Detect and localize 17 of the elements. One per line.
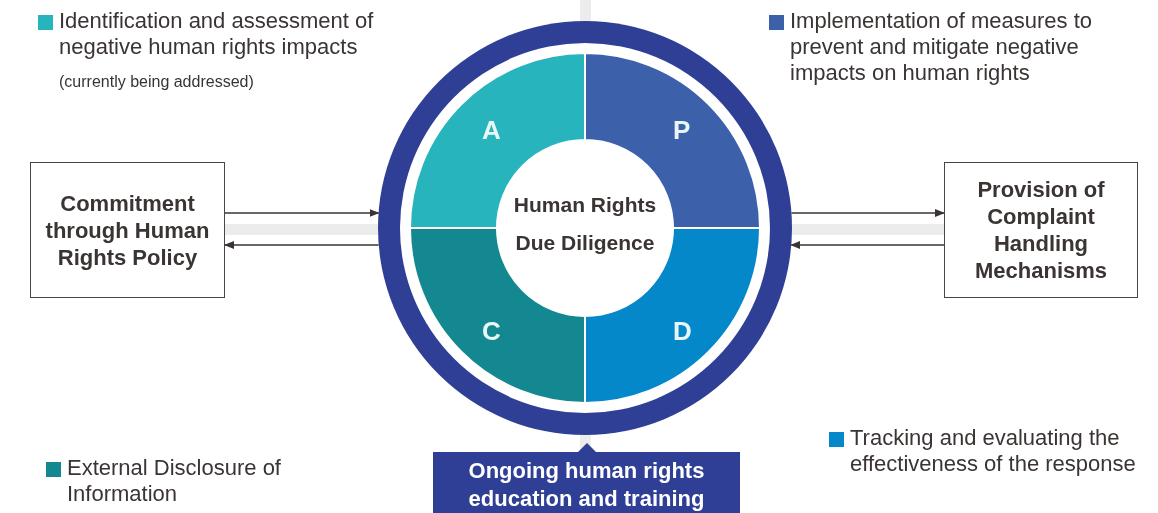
arrow xyxy=(790,241,945,249)
segment-letter: C xyxy=(482,316,501,347)
banner-box: Ongoing human rights education and training xyxy=(433,452,740,513)
segment-letter: P xyxy=(673,115,691,146)
legend-text: Tracking and evaluating the effectiveness of the response xyxy=(850,425,1137,477)
arrow xyxy=(224,209,380,217)
legend-text: Identification and assessment of negative human rights impacts xyxy=(59,8,375,60)
legend-text: External Disclosure of Information xyxy=(67,455,282,507)
text-box: Provision of Complaint Handling Mechanisms xyxy=(944,162,1138,298)
legend-text: Implementation of measures to prevent and mitigate negative impacts on human rights xyxy=(790,8,1094,86)
segment-letter: A xyxy=(482,115,501,146)
segment-letter: D xyxy=(673,316,692,347)
center-label: Human Rights Due Diligence xyxy=(512,192,658,256)
note-text: (currently being addressed) xyxy=(59,73,254,91)
arrow xyxy=(224,241,380,249)
arrow xyxy=(790,209,945,217)
text-box: Commitment through Human Rights Policy xyxy=(30,162,225,298)
